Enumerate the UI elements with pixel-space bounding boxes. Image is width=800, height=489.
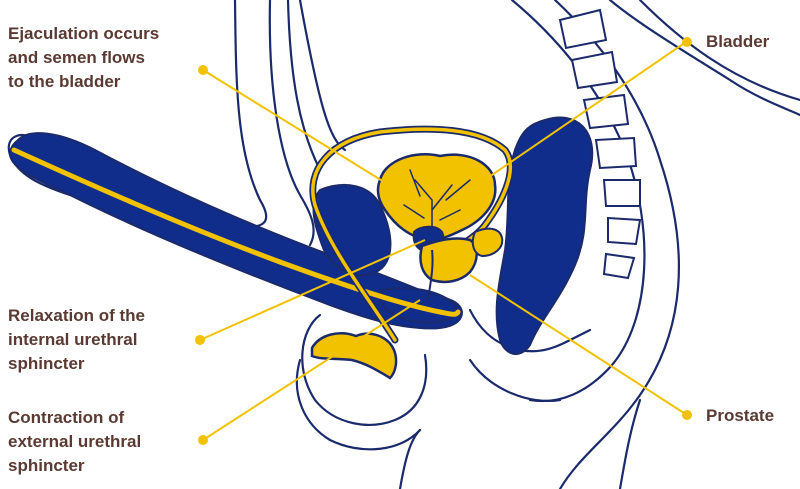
prostatic-urethra [427, 249, 434, 301]
epididymis-shape [310, 332, 398, 380]
bladder-veins [403, 169, 471, 233]
callout-dot-ejaculation [198, 65, 208, 75]
prostate-shape [419, 237, 478, 284]
penis-shaft [8, 132, 464, 330]
callout-dot-bladder [682, 37, 692, 47]
label-relaxation: Relaxation of the internal urethral sphi… [8, 304, 145, 376]
rectum-shape [495, 116, 594, 355]
label-ejaculation-line-2: and semen flows [8, 48, 145, 67]
label-prostate-text: Prostate [706, 406, 775, 425]
callout-line-bladder [469, 41, 687, 191]
vas-deferens-inner [311, 127, 512, 342]
callout-line-prostate [469, 274, 688, 416]
callout-dot-prostate [682, 410, 692, 420]
label-ejaculation: Ejaculation occurs and semen flows to th… [8, 22, 159, 94]
spine-vertebrae [558, 8, 642, 280]
label-ejaculation-line-1: Ejaculation occurs [8, 24, 160, 43]
label-bladder-text: Bladder [706, 32, 770, 51]
callout-dot-relaxation [195, 335, 205, 345]
callout-lines [199, 41, 688, 441]
label-ejaculation-line-3: to the bladder [8, 72, 121, 91]
label-prostate: Prostate [706, 404, 774, 428]
label-contraction-line-3: sphincter [8, 456, 85, 475]
callout-line-contraction [202, 299, 421, 441]
seminal-vesicle [471, 227, 504, 258]
callout-dot-contraction [198, 435, 208, 445]
label-contraction-line-1: Contraction of [8, 408, 125, 427]
label-contraction: Contraction of external urethral sphinct… [8, 406, 141, 478]
callout-line-ejaculation [202, 69, 411, 199]
callout-line-relaxation [199, 239, 426, 341]
label-relaxation-line-1: Relaxation of the [8, 306, 145, 325]
callout-dots [195, 37, 692, 445]
label-bladder: Bladder [706, 30, 769, 54]
label-relaxation-line-2: internal urethral [8, 330, 138, 349]
bladder-shape [376, 153, 497, 242]
label-relaxation-line-3: sphincter [8, 354, 85, 373]
label-contraction-line-2: external urethral [8, 432, 142, 451]
urethra-line [11, 147, 461, 317]
corpus-cavernosum [312, 184, 392, 277]
